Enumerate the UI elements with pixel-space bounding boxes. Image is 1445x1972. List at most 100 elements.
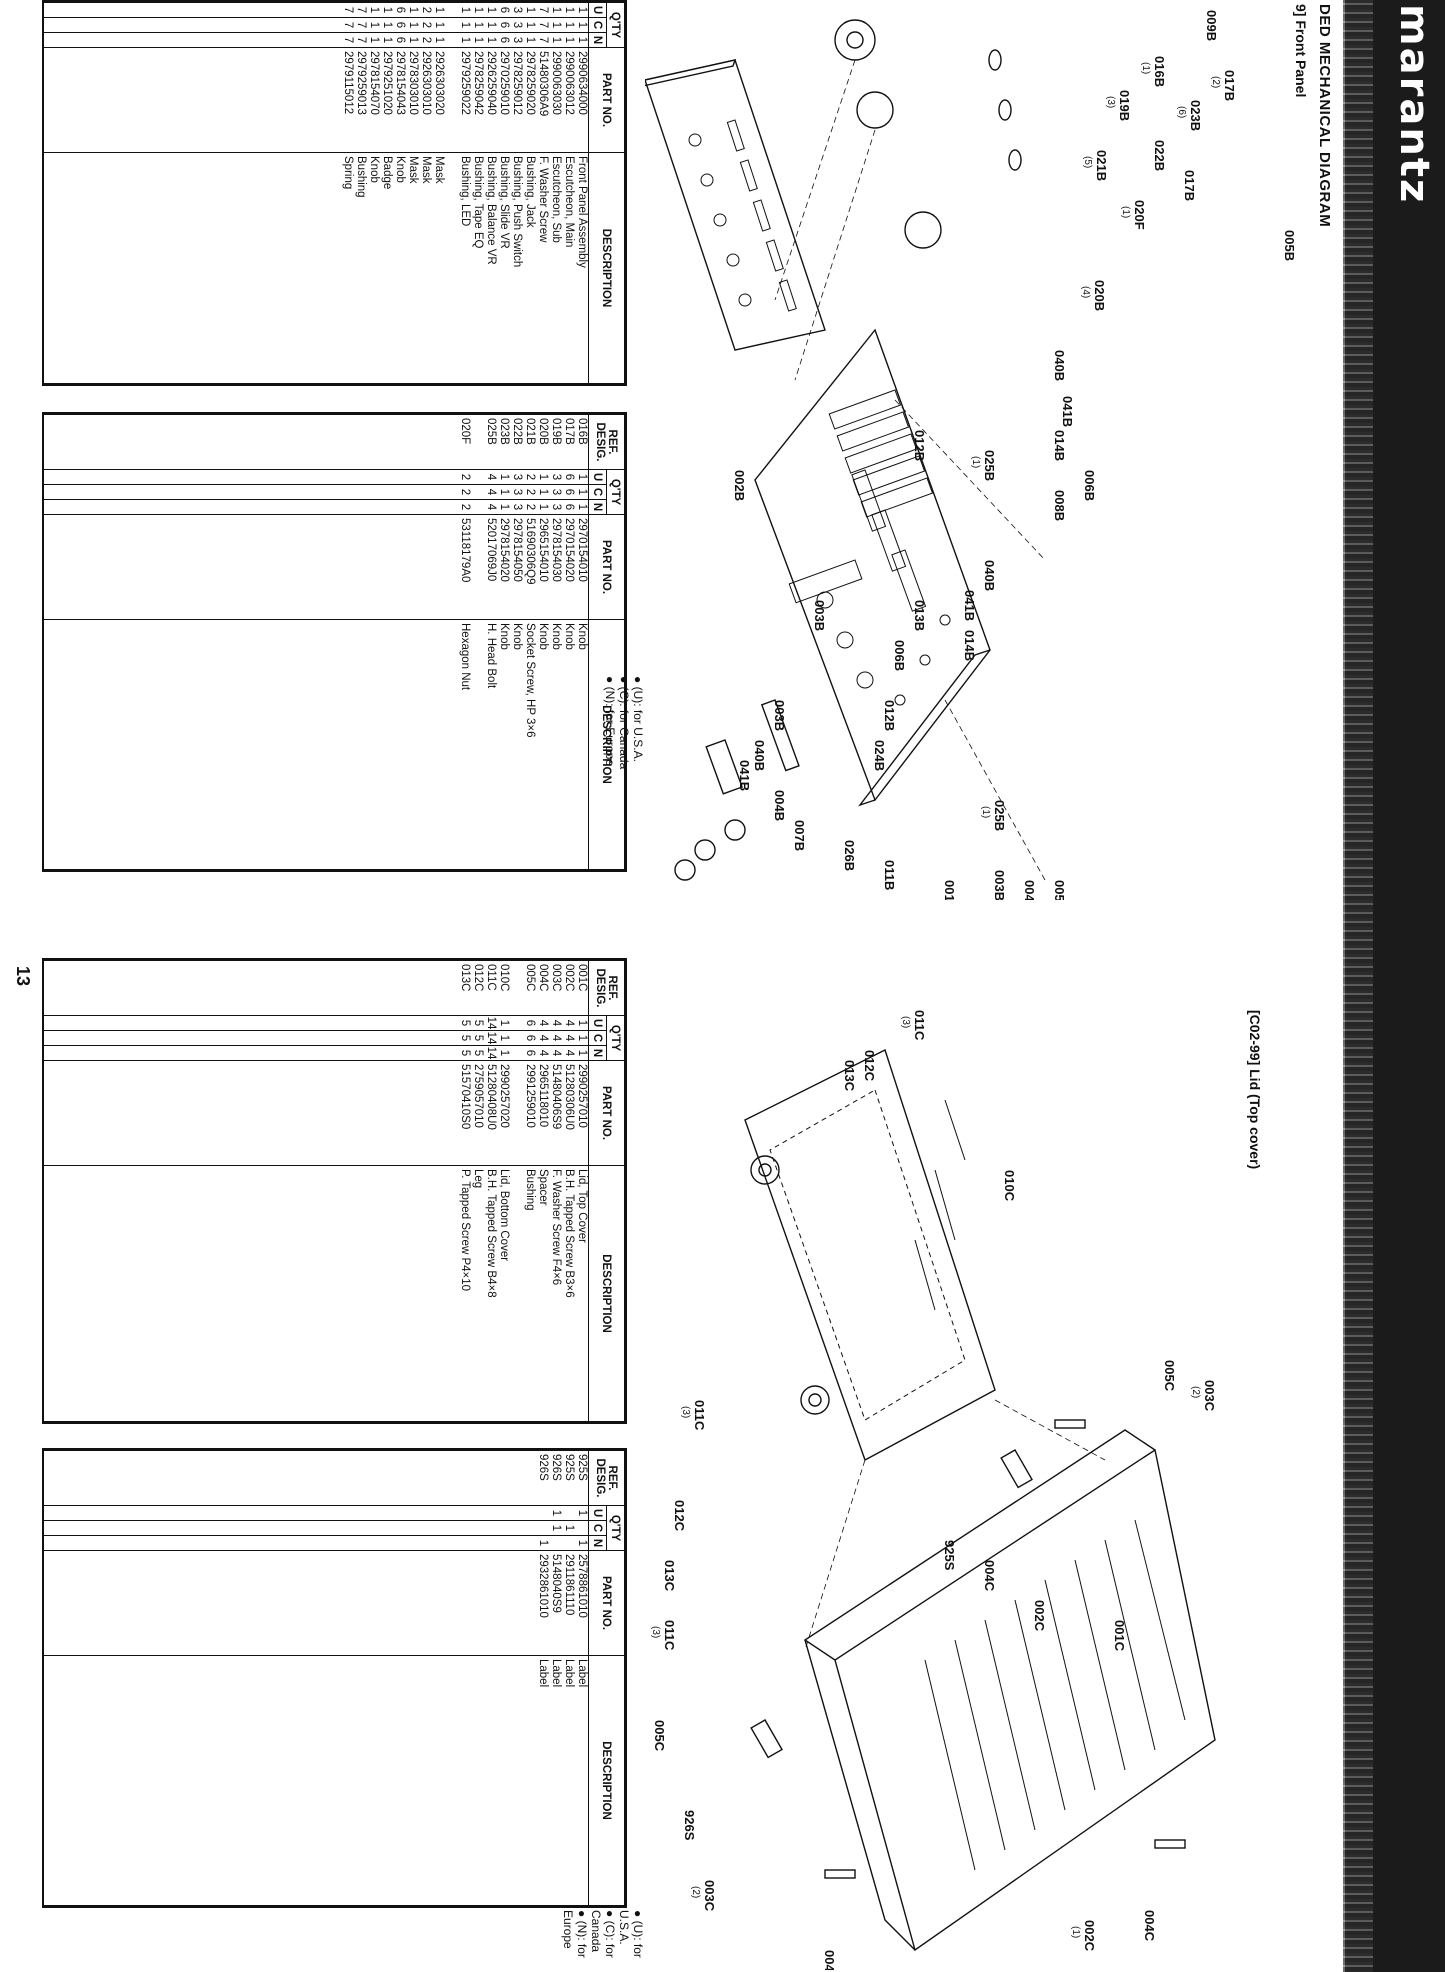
- cell-ref: 010C: [497, 960, 510, 1016]
- cell-n: 14: [484, 1045, 497, 1061]
- cell-c: 5: [471, 1030, 484, 1046]
- cell-desc: Bushing, Push Switch: [510, 152, 523, 384]
- cell-n: 6: [523, 1045, 536, 1061]
- section-front-panel: 9] Front Panel: [1293, 4, 1309, 98]
- cell-c: 4: [549, 1030, 562, 1046]
- cell-n: [445, 32, 458, 48]
- cell-part: 2978154043: [393, 47, 406, 153]
- cell-desc: Bushing: [354, 152, 367, 384]
- cell-c: 1: [432, 17, 445, 33]
- cell-c: 1: [367, 17, 380, 33]
- svg-text:023B: 023B: [1188, 100, 1203, 131]
- cell-part: 2932861010: [536, 1550, 549, 1656]
- cell-c: [445, 17, 458, 33]
- cell-u: 1: [471, 2, 484, 18]
- cell-u: 5: [458, 1015, 471, 1031]
- cell-desc: Bushing, LED: [458, 152, 471, 384]
- cell-n: 1: [497, 1045, 510, 1061]
- cell-c: 1: [562, 1520, 575, 1536]
- cell-u: 1: [380, 2, 393, 18]
- cell-u: 1: [549, 1505, 562, 1521]
- cell-c: 1: [406, 17, 419, 33]
- cell-u: 6: [497, 2, 510, 18]
- svg-text:003B: 003B: [772, 700, 787, 731]
- cell-n: 1: [562, 32, 575, 48]
- table-filler-row: [44, 960, 458, 1422]
- header-qty: Q'TY: [606, 2, 625, 48]
- cell-u: 3: [510, 469, 523, 485]
- cell-n: 3: [549, 499, 562, 515]
- table-row: [445, 2, 458, 384]
- section-lid: [C02-99] Lid (Top cover): [1247, 1010, 1263, 1170]
- table-filler-row: [44, 414, 458, 870]
- svg-text:011C: 011C: [692, 1400, 707, 1431]
- cell-u: 1: [523, 2, 536, 18]
- cell-part: 2978154050: [510, 514, 523, 620]
- cell-part: 2990257020: [497, 1060, 510, 1166]
- svg-text:012C: 012C: [672, 1500, 687, 1532]
- cell-u: 7: [341, 2, 354, 18]
- cell-desc: Knob: [536, 619, 549, 870]
- cell-u: [536, 1505, 549, 1521]
- cell-part: 2965154010: [536, 514, 549, 620]
- cell-u: 1: [497, 469, 510, 485]
- svg-text:007B: 007B: [792, 820, 807, 851]
- svg-text:(6): (6): [1176, 106, 1187, 118]
- header-u: U: [588, 469, 607, 485]
- svg-text:(5): (5): [1082, 156, 1093, 168]
- cell-desc: Escutcheon, Main: [562, 152, 575, 384]
- cell-u: 4: [562, 1015, 575, 1031]
- cell-part: 2979115012: [341, 47, 354, 153]
- svg-text:(3): (3): [900, 1016, 911, 1028]
- cell-n: 2: [523, 499, 536, 515]
- cell-desc: Knob: [575, 619, 589, 870]
- svg-text:(2): (2): [1190, 1386, 1201, 1398]
- cell-n: 1: [536, 1535, 549, 1551]
- table-row: [471, 414, 484, 870]
- cell-desc: Knob: [367, 152, 380, 384]
- cell-u: 1: [575, 1505, 589, 1521]
- cell-c: 1: [458, 17, 471, 33]
- cell-n: 1: [484, 32, 497, 48]
- cell-part: 2978259012: [510, 47, 523, 153]
- cell-u: 5: [471, 1015, 484, 1031]
- cell-desc: H. Head Bolt: [484, 619, 497, 870]
- svg-text:021B: 021B: [1094, 150, 1109, 181]
- cell-u: 1: [484, 2, 497, 18]
- cell-n: 7: [354, 32, 367, 48]
- header-qty: Q'TY: [606, 1505, 625, 1551]
- svg-text:011C: 011C: [662, 1620, 677, 1651]
- brand-logo: marantz: [1391, 4, 1437, 205]
- cell-part: 2990063012: [562, 47, 575, 153]
- cell-n: 4: [549, 1045, 562, 1061]
- svg-text:041B: 041B: [1060, 396, 1075, 427]
- cell-n: 2: [419, 32, 432, 48]
- cell-u: 4: [536, 1015, 549, 1031]
- front-panel-drawing: 009B 017B(2) 016B(1) 019B(3) 023B(6) 022…: [645, 10, 1295, 900]
- svg-text:017B: 017B: [1222, 70, 1237, 101]
- page-heading: DED MECHANICAL DIAGRAM: [1316, 4, 1333, 228]
- cell-n: [549, 1535, 562, 1551]
- svg-text:013B: 013B: [912, 600, 927, 631]
- cell-desc: Knob: [510, 619, 523, 870]
- cell-n: 3: [510, 499, 523, 515]
- header-c: C: [588, 484, 607, 500]
- table-row: [510, 960, 523, 1422]
- cell-desc: Bushing, Jack: [523, 152, 536, 384]
- header-n: N: [588, 1045, 607, 1061]
- cell-desc: P. Tapped Screw P4×10: [458, 1165, 471, 1422]
- svg-text:041B: 041B: [962, 590, 977, 621]
- cell-part: 52017069J0: [484, 514, 497, 620]
- cell-c: 6: [497, 17, 510, 33]
- cell-ref: 003C: [549, 960, 562, 1016]
- cell-n: 5: [458, 1045, 471, 1061]
